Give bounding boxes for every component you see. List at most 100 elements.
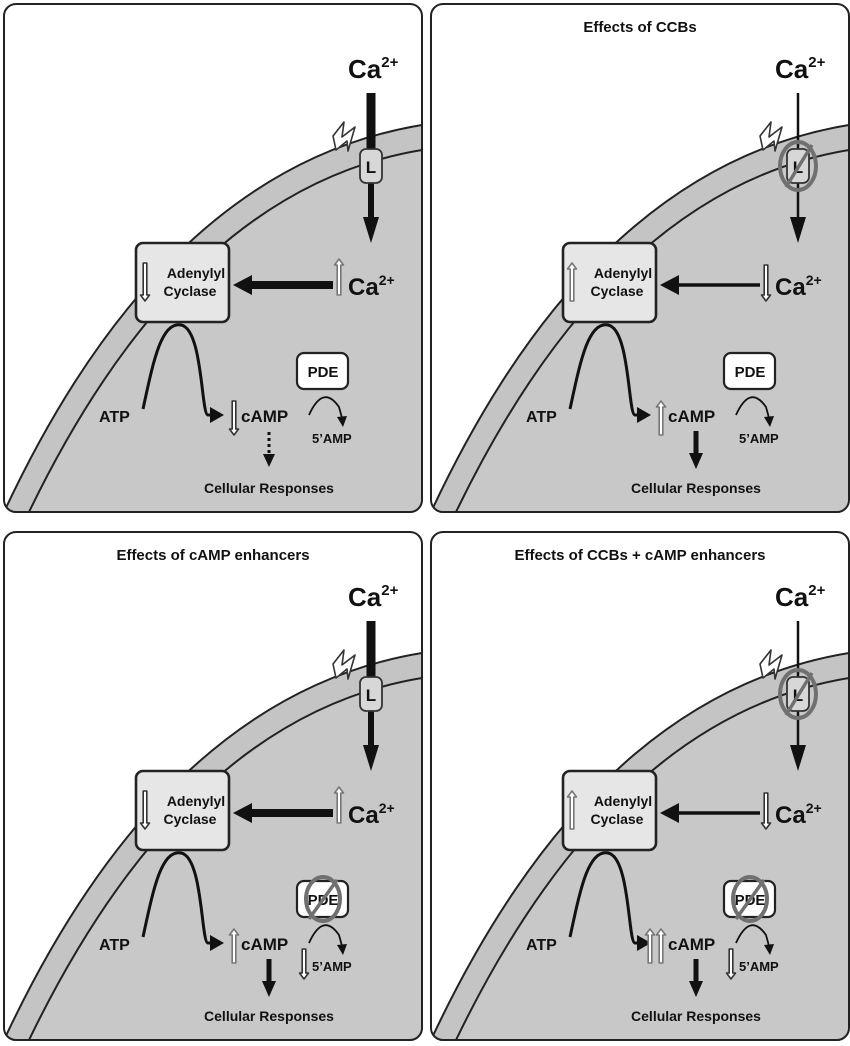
cellular-responses-label: Cellular Responses (631, 1008, 761, 1024)
panel-canvas: Effects of CCBs + cAMP enhancers Ca2+ L … (430, 531, 850, 1041)
ca-intracellular-change-arrow (333, 258, 345, 296)
lightning-icon (759, 649, 783, 680)
camp-label: cAMP (241, 407, 288, 426)
camp-to-amp-arc (308, 396, 343, 419)
adenylyl-cyclase-box: Adenylyl Cyclase (561, 769, 658, 852)
atp-to-camp-curve (141, 323, 213, 417)
ac-change-arrow (566, 790, 578, 830)
ca-intracellular-change-arrow (760, 792, 772, 830)
camp-to-amp-arc (735, 924, 770, 947)
atp-to-camp-arrowhead (210, 407, 224, 423)
camp-change-arrows (655, 400, 667, 436)
ac-label-line2: Cyclase (591, 811, 644, 827)
panel-canvas: Ca2+ L Adenylyl Cyclase Ca2+ A (3, 3, 423, 513)
panel-canvas: Effects of CCBs Ca2+ L Adenylyl Cyclase (430, 3, 850, 513)
atp-to-camp-arrowhead (637, 935, 651, 951)
pde-box: PDE (295, 351, 350, 391)
atp-label: ATP (526, 409, 557, 426)
atp-label: ATP (99, 409, 130, 426)
ca-inhibits-ac-arrow (233, 803, 333, 823)
ac-up-arrow-icon (566, 262, 578, 302)
lightning-icon (332, 649, 356, 680)
cell-cytoplasm (454, 676, 849, 1040)
ac-change-arrow (566, 262, 578, 302)
ca-influx-arrow (363, 621, 379, 771)
ca-intracellular-change-arrow (333, 786, 345, 824)
ac-label-line1: Adenylyl (167, 793, 225, 809)
camp-to-amp-arrowhead (764, 944, 774, 955)
camp-up-arrow-icon (228, 928, 240, 964)
cellular-response-arrow (263, 432, 275, 467)
camp-change-arrows (644, 928, 667, 964)
camp-to-amp-arrowhead (337, 944, 347, 955)
camp-to-amp-arc (735, 396, 770, 419)
ca-intracellular-label: Ca2+ (775, 272, 822, 301)
atp-to-camp-curve (568, 323, 640, 417)
diagram-panel-baseline: Ca2+ L Adenylyl Cyclase Ca2+ A (3, 3, 423, 513)
cellular-response-arrow (262, 959, 276, 997)
atp-label: ATP (526, 937, 557, 954)
ac-label-line1: Adenylyl (167, 265, 225, 281)
amp-change-arrow (725, 948, 737, 980)
ca-inhibits-ac-arrow (233, 275, 333, 295)
camp-down-arrow-icon (228, 400, 240, 436)
cell-cytoplasm (454, 148, 849, 512)
ac-label-line2: Cyclase (164, 811, 217, 827)
ac-down-arrow-icon (139, 790, 151, 830)
panel-title: Effects of CCBs + cAMP enhancers (514, 547, 765, 564)
ac-down-arrow-icon (139, 262, 151, 302)
panel-border (3, 3, 423, 513)
cellular-responses-label: Cellular Responses (204, 1008, 334, 1024)
amp-down-arrow-icon (298, 948, 310, 980)
camp-up-arrow-icon (655, 400, 667, 436)
camp-label: cAMP (241, 935, 288, 954)
camp-to-amp-arrowhead (337, 416, 347, 427)
amp-label: 5’AMP (312, 431, 352, 446)
panel-border (430, 3, 850, 513)
lightning-icon (759, 121, 783, 152)
panel-border (430, 531, 850, 1041)
svg-text:PDE: PDE (735, 364, 766, 381)
ca-intracellular-label: Ca2+ (348, 800, 395, 829)
ac-up-arrow-icon (566, 790, 578, 830)
amp-label: 5’AMP (739, 959, 779, 974)
ca-inhibits-ac-arrow (660, 275, 760, 295)
camp-to-amp-arc (308, 924, 343, 947)
cellular-response-arrow (689, 431, 703, 469)
ca-extracellular-label: Ca2+ (775, 54, 826, 84)
amp-label: 5’AMP (312, 959, 352, 974)
ca-intracellular-label: Ca2+ (348, 272, 395, 301)
l-type-channel: L (359, 148, 383, 184)
l-type-channel: L (778, 140, 818, 192)
amp-label: 5’AMP (739, 431, 779, 446)
cellular-responses-label: Cellular Responses (204, 480, 334, 496)
svg-text:L: L (366, 158, 376, 177)
panel-title: Effects of CCBs (583, 19, 696, 36)
ca-up-arrow-icon (333, 786, 345, 824)
ac-change-arrow (139, 262, 151, 302)
camp-label: cAMP (668, 407, 715, 426)
ca-intracellular-change-arrow (760, 264, 772, 302)
atp-to-camp-arrowhead (637, 407, 651, 423)
amp-down-arrow-icon (725, 948, 737, 980)
adenylyl-cyclase-box: Adenylyl Cyclase (134, 769, 231, 852)
adenylyl-cyclase-box: Adenylyl Cyclase (561, 241, 658, 324)
pde-box: PDE (295, 875, 350, 923)
lightning-icon (332, 121, 356, 152)
pde-box: PDE (722, 875, 777, 923)
ca-extracellular-label: Ca2+ (348, 54, 399, 84)
cellular-responses-label: Cellular Responses (631, 480, 761, 496)
cell-cytoplasm (27, 676, 422, 1040)
camp-label: cAMP (668, 935, 715, 954)
atp-to-camp-curve (568, 851, 640, 945)
cell-cytoplasm (27, 148, 422, 512)
ca-intracellular-label: Ca2+ (775, 800, 822, 829)
adenylyl-cyclase-box: Adenylyl Cyclase (134, 241, 231, 324)
diagram-panel-camp-enhancers: Effects of cAMP enhancers Ca2+ L Adenyly… (3, 531, 423, 1041)
ac-label-line2: Cyclase (591, 283, 644, 299)
l-type-channel: L (359, 676, 383, 712)
atp-to-camp-curve (141, 851, 213, 945)
diagram-panel-ccbs: Effects of CCBs Ca2+ L Adenylyl Cyclase (430, 3, 850, 513)
cellular-response-arrow (689, 959, 703, 997)
ca-up-arrow-icon (333, 258, 345, 296)
